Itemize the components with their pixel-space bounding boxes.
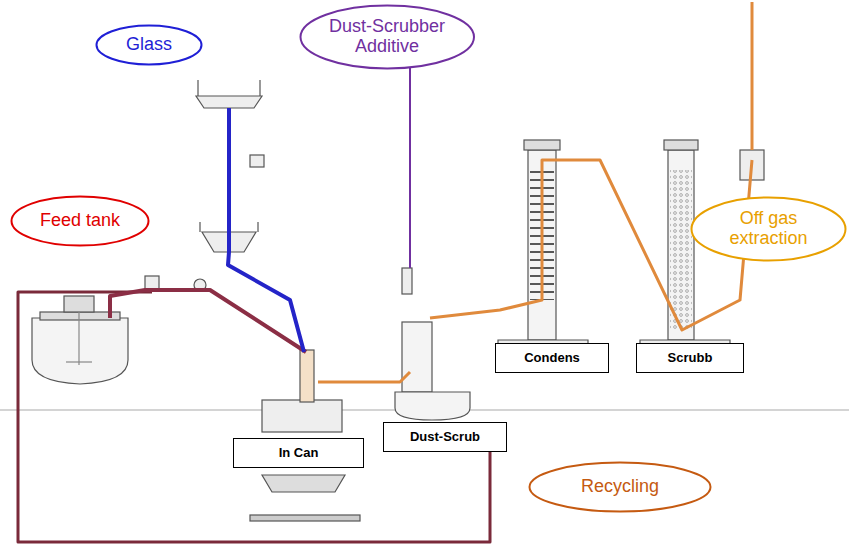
- can-support: [262, 475, 345, 492]
- in-can-furnace: [262, 400, 342, 432]
- feed-pump: [145, 276, 159, 290]
- equipment-label: Dust-Scrub: [383, 422, 507, 452]
- scrubber-packing: [670, 170, 692, 330]
- ellipse-shape: [530, 463, 711, 512]
- glass-hopper: [196, 96, 262, 108]
- in-can-inlet: [300, 350, 314, 402]
- condenser-head: [524, 140, 560, 150]
- agitator-blade: [66, 361, 92, 362]
- equipment: [0, 2, 849, 521]
- feed-vessel: [32, 318, 128, 384]
- equipment-label: In Can: [233, 438, 364, 468]
- ellipse-shape: [97, 26, 202, 65]
- hopper-leg: [259, 80, 260, 96]
- base-plate: [250, 515, 360, 521]
- ellipse-shape: [692, 198, 846, 261]
- offgas-line: [318, 372, 410, 382]
- ellipse-shape: [12, 197, 149, 246]
- glass-line: [228, 108, 304, 352]
- additive-pot: [402, 268, 412, 294]
- agitator-shaft: [78, 312, 79, 365]
- callout-text: Glass: [126, 35, 172, 55]
- dust-scrub-column: [402, 322, 432, 392]
- input-ellipse: Dust-Scrubber Additive: [299, 4, 476, 70]
- hopper-leg: [197, 80, 198, 96]
- feed-line: [110, 290, 306, 352]
- callout-text: Off gas extraction: [714, 209, 824, 249]
- stack: [751, 2, 754, 150]
- dust-scrub-sump: [395, 392, 470, 420]
- callout-text: Dust-Scrubber Additive: [325, 17, 450, 57]
- equipment-name: In Can: [279, 446, 319, 460]
- equipment-name: Dust-Scrub: [410, 430, 480, 444]
- agitator-motor: [64, 296, 94, 312]
- dosing-leg: [199, 222, 200, 232]
- return-ellipse: Recycling: [528, 461, 712, 513]
- recycling-line: [18, 292, 490, 542]
- hopper-motor: [250, 155, 264, 167]
- equipment-label: Scrubb: [636, 343, 744, 373]
- callout-text: Recycling: [581, 477, 659, 497]
- equipment-label: Condens: [495, 343, 609, 373]
- ellipse-shape: [300, 6, 474, 69]
- output-ellipse: Off gas extraction: [690, 196, 847, 262]
- equipment-name: Scrubb: [668, 351, 713, 365]
- callout-text: Feed tank: [40, 211, 120, 231]
- dosing-leg: [257, 222, 258, 232]
- input-ellipse: Feed tank: [10, 195, 150, 247]
- scrubber-head: [664, 140, 698, 150]
- equipment-name: Condens: [524, 351, 580, 365]
- input-ellipse: Glass: [95, 24, 203, 66]
